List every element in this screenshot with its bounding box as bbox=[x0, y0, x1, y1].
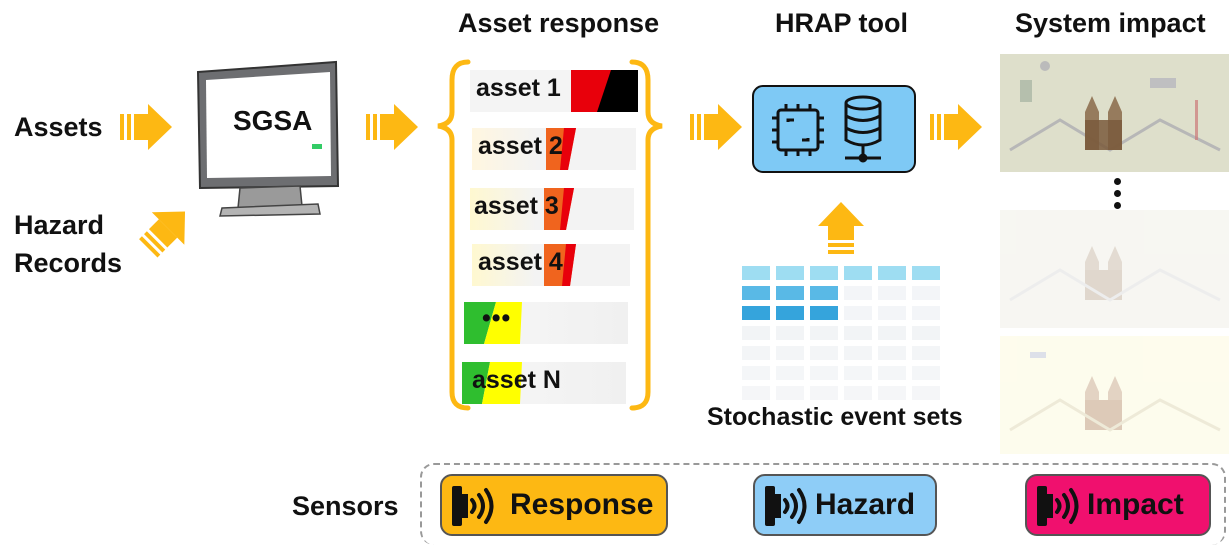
list-item-asset-3: asset 3 bbox=[470, 188, 634, 230]
event-set-cell bbox=[878, 266, 906, 280]
event-set-cell bbox=[912, 346, 940, 360]
hazard-records-label-line2: Records bbox=[14, 248, 123, 278]
event-set-cell bbox=[844, 326, 872, 340]
event-set-cell bbox=[776, 266, 804, 280]
sensors-title: Sensors bbox=[292, 491, 399, 521]
event-set-cell bbox=[742, 306, 770, 320]
severity-indicator-ellipsis bbox=[464, 302, 522, 344]
event-set-cell bbox=[878, 386, 906, 400]
list-item-asset-n: asset N bbox=[462, 362, 626, 404]
list-item-asset-1: asset 1 bbox=[470, 70, 638, 112]
sensor-signal-icon bbox=[1037, 486, 1079, 526]
system-impact-header: System impact bbox=[1015, 8, 1206, 38]
assets-input-label: Assets bbox=[14, 112, 103, 142]
event-set-cell bbox=[912, 386, 940, 400]
asset-label: asset 4 bbox=[478, 248, 563, 276]
event-set-cell bbox=[878, 286, 906, 300]
sensor-response-label: Response bbox=[510, 488, 654, 521]
event-set-cell bbox=[912, 366, 940, 380]
impact-scenario-image-mid bbox=[1000, 210, 1229, 328]
list-item-asset-2: asset 2 bbox=[472, 128, 636, 170]
event-set-cell bbox=[844, 266, 872, 280]
list-item-asset-ellipsis: ••• bbox=[464, 302, 628, 344]
cpu-chip-icon bbox=[772, 104, 824, 156]
event-set-cell bbox=[742, 386, 770, 400]
database-icon bbox=[844, 95, 882, 163]
asset-label: asset 2 bbox=[478, 132, 563, 160]
event-set-cell bbox=[742, 266, 770, 280]
event-set-cell bbox=[776, 286, 804, 300]
impact-scenario-image-bottom bbox=[1000, 336, 1229, 454]
sensor-hazard: Hazard bbox=[753, 474, 937, 536]
event-set-cell bbox=[810, 266, 838, 280]
event-set-cell bbox=[844, 306, 872, 320]
event-set-cell bbox=[742, 326, 770, 340]
asset-label: asset 1 bbox=[476, 74, 561, 102]
event-set-cell bbox=[776, 386, 804, 400]
asset-label: ••• bbox=[482, 304, 512, 332]
severity-indicator-asset-1 bbox=[571, 70, 638, 112]
sensors-panel bbox=[420, 463, 1226, 545]
sgsa-label: SGSA bbox=[233, 105, 313, 136]
event-set-cell bbox=[742, 286, 770, 300]
sensor-signal-icon bbox=[452, 486, 494, 526]
event-set-cell bbox=[810, 386, 838, 400]
asset-response-header: Asset response bbox=[458, 8, 660, 38]
event-set-cell bbox=[912, 266, 940, 280]
event-set-cell bbox=[878, 326, 906, 340]
event-set-cell bbox=[912, 286, 940, 300]
event-sets-label: Stochastic event sets bbox=[707, 403, 963, 431]
impact-scenario-image-top bbox=[1000, 54, 1229, 172]
event-set-cell bbox=[810, 286, 838, 300]
severity-indicator-asset-4 bbox=[544, 244, 576, 286]
event-set-cell bbox=[878, 366, 906, 380]
sensor-response: Response bbox=[440, 474, 668, 536]
event-set-cell bbox=[810, 326, 838, 340]
event-set-cell bbox=[878, 306, 906, 320]
event-set-cell bbox=[810, 346, 838, 360]
asset-label: asset 3 bbox=[474, 192, 559, 220]
list-item-asset-4: asset 4 bbox=[472, 244, 630, 286]
event-set-cell bbox=[776, 326, 804, 340]
event-set-cell bbox=[844, 366, 872, 380]
event-set-cell bbox=[912, 306, 940, 320]
event-set-cell bbox=[844, 346, 872, 360]
asset-label: asset N bbox=[472, 366, 561, 394]
event-set-cell bbox=[844, 386, 872, 400]
hrap-tool-header: HRAP tool bbox=[775, 8, 908, 38]
event-set-cell bbox=[776, 346, 804, 360]
event-set-cell bbox=[810, 306, 838, 320]
vertical-ellipsis bbox=[1112, 178, 1122, 214]
sensor-impact: Impact bbox=[1025, 474, 1211, 536]
event-set-cell bbox=[776, 366, 804, 380]
event-set-cell bbox=[776, 306, 804, 320]
event-set-cell bbox=[742, 366, 770, 380]
event-set-cell bbox=[742, 346, 770, 360]
event-set-cell bbox=[878, 346, 906, 360]
event-set-cell bbox=[844, 286, 872, 300]
severity-indicator-asset-3 bbox=[544, 188, 574, 230]
sensor-impact-label: Impact bbox=[1087, 488, 1184, 521]
sensor-signal-icon bbox=[765, 486, 807, 526]
hazard-records-label-line1: Hazard bbox=[14, 210, 105, 240]
sensor-hazard-label: Hazard bbox=[815, 488, 916, 521]
severity-indicator-asset-2 bbox=[546, 128, 576, 170]
event-set-cell bbox=[810, 366, 838, 380]
event-set-cell bbox=[912, 326, 940, 340]
severity-indicator-asset-n bbox=[462, 362, 522, 404]
